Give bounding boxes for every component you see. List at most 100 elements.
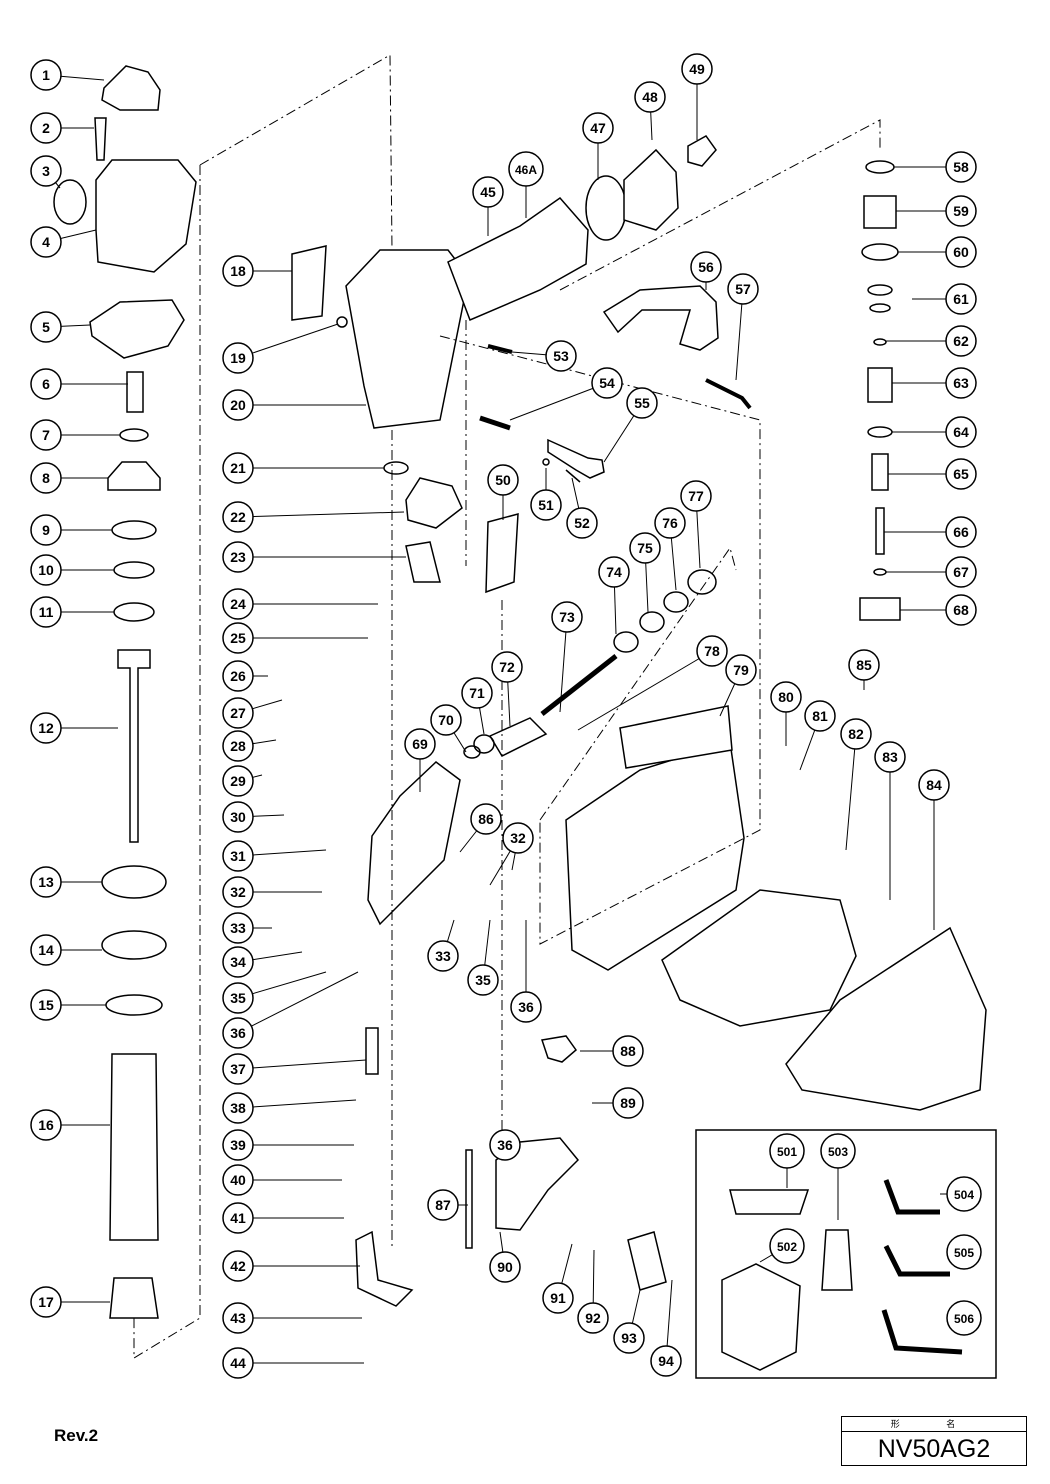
callout-11: 11 [30, 596, 62, 628]
callout-number: 93 [621, 1330, 637, 1346]
callout-94: 94 [650, 1345, 682, 1377]
callout-number: 65 [953, 466, 969, 482]
part-8-valve-drawing [107, 461, 161, 491]
callout-16: 16 [30, 1109, 62, 1141]
callout-39: 39 [222, 1129, 254, 1161]
callout-83: 83 [874, 741, 906, 773]
callout-number: 47 [590, 120, 606, 136]
callout-circle [30, 226, 62, 258]
callout-12: 12 [30, 712, 62, 744]
leader-line [237, 511, 405, 518]
callout-34: 34 [222, 946, 254, 978]
callout-77: 77 [680, 480, 712, 512]
callout-circle [222, 912, 254, 944]
callout-number: 10 [38, 562, 54, 578]
callout-number: 46A [515, 163, 537, 177]
callout-circle [30, 596, 62, 628]
callout-15: 15 [30, 989, 62, 1021]
part-65-spring-drawing [871, 453, 889, 491]
callout-circle [30, 514, 62, 546]
callout-10: 10 [30, 554, 62, 586]
model-box: 形 名 NV50AG2 [841, 1416, 1027, 1466]
callout-number: 22 [230, 509, 246, 525]
callout-number: 62 [953, 333, 969, 349]
callout-505: 505 [946, 1234, 982, 1270]
leader-line [845, 733, 857, 851]
callout-number: 82 [848, 726, 864, 742]
callout-circle [222, 801, 254, 833]
leader-line [237, 1059, 367, 1070]
part-7-ring-drawing [119, 428, 149, 442]
part-1-cap-drawing [101, 65, 161, 111]
part-3-oring-drawing [53, 179, 87, 225]
callout-circle [30, 866, 62, 898]
callout-29: 29 [222, 765, 254, 797]
callout-55: 55 [626, 387, 658, 419]
part-84-cover-drawing [785, 926, 987, 1111]
part-10-ring-drawing [113, 561, 155, 579]
callout-number: 504 [954, 1188, 974, 1202]
callout-number: 84 [926, 777, 942, 793]
part-11-ring-drawing [113, 602, 155, 622]
callout-number: 24 [230, 596, 246, 612]
callout-56: 56 [690, 251, 722, 283]
callout-2: 2 [30, 112, 62, 144]
part-64-ring-drawing [867, 426, 893, 438]
callout-circle [769, 1228, 805, 1264]
callout-number: 35 [475, 972, 491, 988]
callout-number: 37 [230, 1061, 246, 1077]
callout-86: 86 [470, 803, 502, 835]
callout-circle [30, 59, 62, 91]
part-17-bushing-drawing [109, 1277, 159, 1319]
callout-circle [222, 840, 254, 872]
part-88-trigger-drawing [541, 1035, 578, 1063]
callout-circle [530, 489, 562, 521]
callout-number: 72 [499, 659, 515, 675]
part-70-ring-drawing [463, 745, 481, 759]
callout-circle [30, 554, 62, 586]
callout-66: 66 [945, 516, 977, 548]
callout-circle [222, 255, 254, 287]
callout-number: 34 [230, 954, 246, 970]
callout-93: 93 [613, 1322, 645, 1354]
callout-44: 44 [222, 1347, 254, 1379]
part-19-screw-drawing [336, 316, 348, 328]
callout-circle [650, 1345, 682, 1377]
callout-circle [222, 541, 254, 573]
callout-circle [551, 601, 583, 633]
part-79-label-drawing [619, 705, 733, 769]
callout-circle [30, 712, 62, 744]
callout-circle [30, 989, 62, 1021]
callout-circle [727, 273, 759, 305]
part-13-bumper-drawing [101, 865, 167, 899]
callout-number: 9 [42, 522, 50, 538]
callout-circle [222, 389, 254, 421]
callout-number: 85 [856, 657, 872, 673]
callout-80: 80 [770, 681, 802, 713]
part-51-ball-drawing [542, 458, 550, 466]
callout-3: 3 [30, 155, 62, 187]
callout-circle [946, 1176, 982, 1212]
callout-circle [222, 588, 254, 620]
callout-number: 73 [559, 609, 575, 625]
callout-number: 39 [230, 1137, 246, 1153]
callout-number: 31 [230, 848, 246, 864]
callout-number: 87 [435, 1197, 451, 1213]
callout-number: 94 [658, 1353, 674, 1369]
callout-circle [222, 1164, 254, 1196]
callout-24: 24 [222, 588, 254, 620]
callout-circle [30, 311, 62, 343]
callout-58: 58 [945, 151, 977, 183]
callout-7: 7 [30, 419, 62, 451]
callout-number: 19 [230, 350, 246, 366]
callout-19: 19 [222, 342, 254, 374]
callout-circle [945, 556, 977, 588]
part-67-ring-drawing [873, 568, 887, 576]
callout-76: 76 [654, 507, 686, 539]
callout-circle [945, 151, 977, 183]
callout-circle [404, 728, 436, 760]
part-50-label-drawing [485, 513, 519, 594]
assembly-lines [133, 54, 881, 1359]
callout-30: 30 [222, 801, 254, 833]
